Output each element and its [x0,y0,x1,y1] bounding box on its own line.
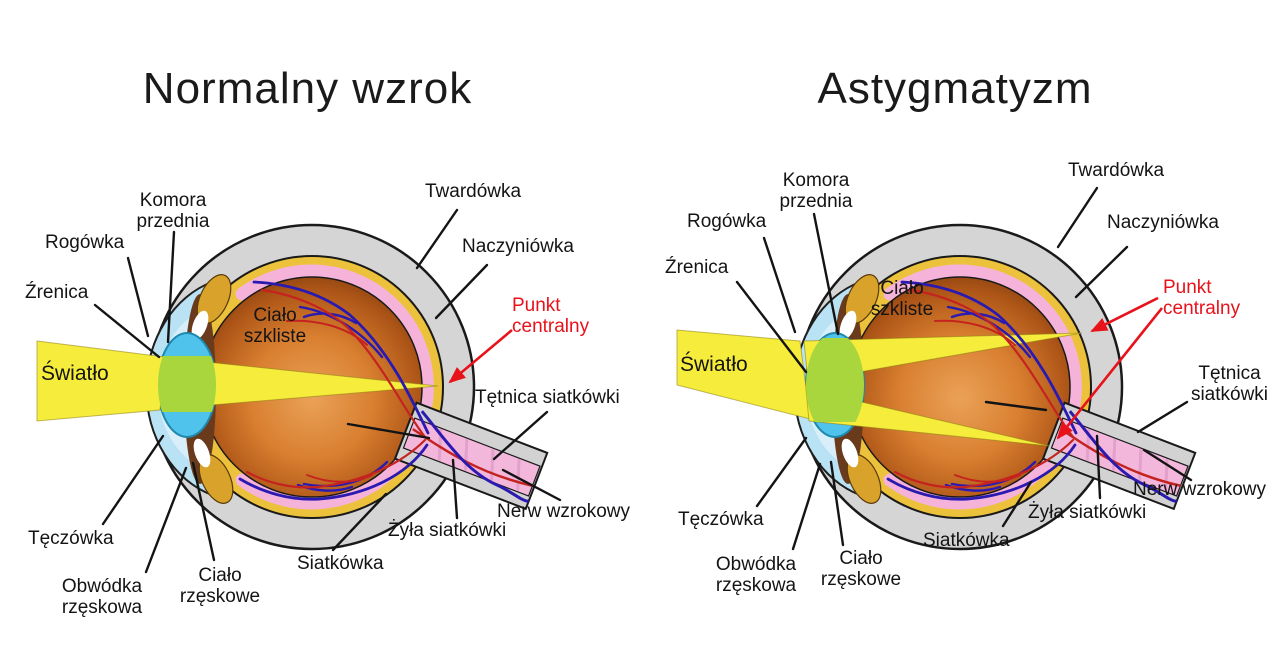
label-anterior-chamber-left: Komora przednia [136,190,210,232]
label-retinal-vein-left: Żyła siatkówki [388,520,507,541]
title-normal-vision: Normalny wzrok [142,64,473,113]
label-ciliary-zonule-right: Obwódka rzęskowa [715,554,797,596]
label-ciliary-body-left: Ciało rzęskowe [179,565,261,607]
leader-lines-right [735,186,1193,551]
left-eye-illustration [36,208,562,574]
label-retinal-artery-right: Tętnica siatkówki [1190,363,1269,405]
label-vitreous-left: Ciało szkliste [243,305,307,347]
label-cornea-right: Rogówka [687,211,767,232]
label-pupil-right: Źrenica [665,257,729,278]
label-anterior-chamber-right: Komora przednia [779,170,853,212]
label-ciliary-zonule-left: Obwódka rzęskowa [61,576,143,618]
label-central-point-left: Punkt centralny [512,295,590,337]
label-retina-right: Siatkówka [923,530,1010,551]
central-point-arrows-right [1056,296,1164,440]
right-eye-illustration [676,186,1197,551]
label-optic-nerve-left: Nerw wzrokowy [497,501,631,522]
label-ciliary-body-right: Ciało rzęskowe [820,548,902,590]
label-choroid-left: Naczyniówka [462,236,574,257]
label-light-left: Światło [41,362,109,385]
label-retinal-vein-right: Żyła siatkówki [1028,502,1147,523]
leader-lines-left [93,208,562,574]
central-point-arrow-left [448,329,513,384]
label-light-right: Światło [680,353,748,376]
label-retinal-artery-left: Tętnica siatkówki [475,387,620,408]
label-retina-left: Siatkówka [297,553,384,574]
label-cornea-left: Rogówka [45,232,125,253]
lens-beam-overlap-right [806,338,864,422]
label-sclera-right: Twardówka [1068,160,1165,181]
title-astigmatism: Astygmatyzm [817,64,1093,113]
label-pupil-left: Źrenica [25,282,89,303]
label-iris-right: Tęczówka [678,509,764,530]
label-iris-left: Tęczówka [28,528,114,549]
label-vitreous-right: Ciało szkliste [870,278,934,320]
lens-beam-overlap-left [158,356,216,412]
label-optic-nerve-right: Nerw wzrokowy [1133,479,1267,500]
label-choroid-right: Naczyniówka [1107,212,1219,233]
label-central-point-right: Punkt centralny [1163,277,1241,319]
label-sclera-left: Twardówka [425,181,522,202]
